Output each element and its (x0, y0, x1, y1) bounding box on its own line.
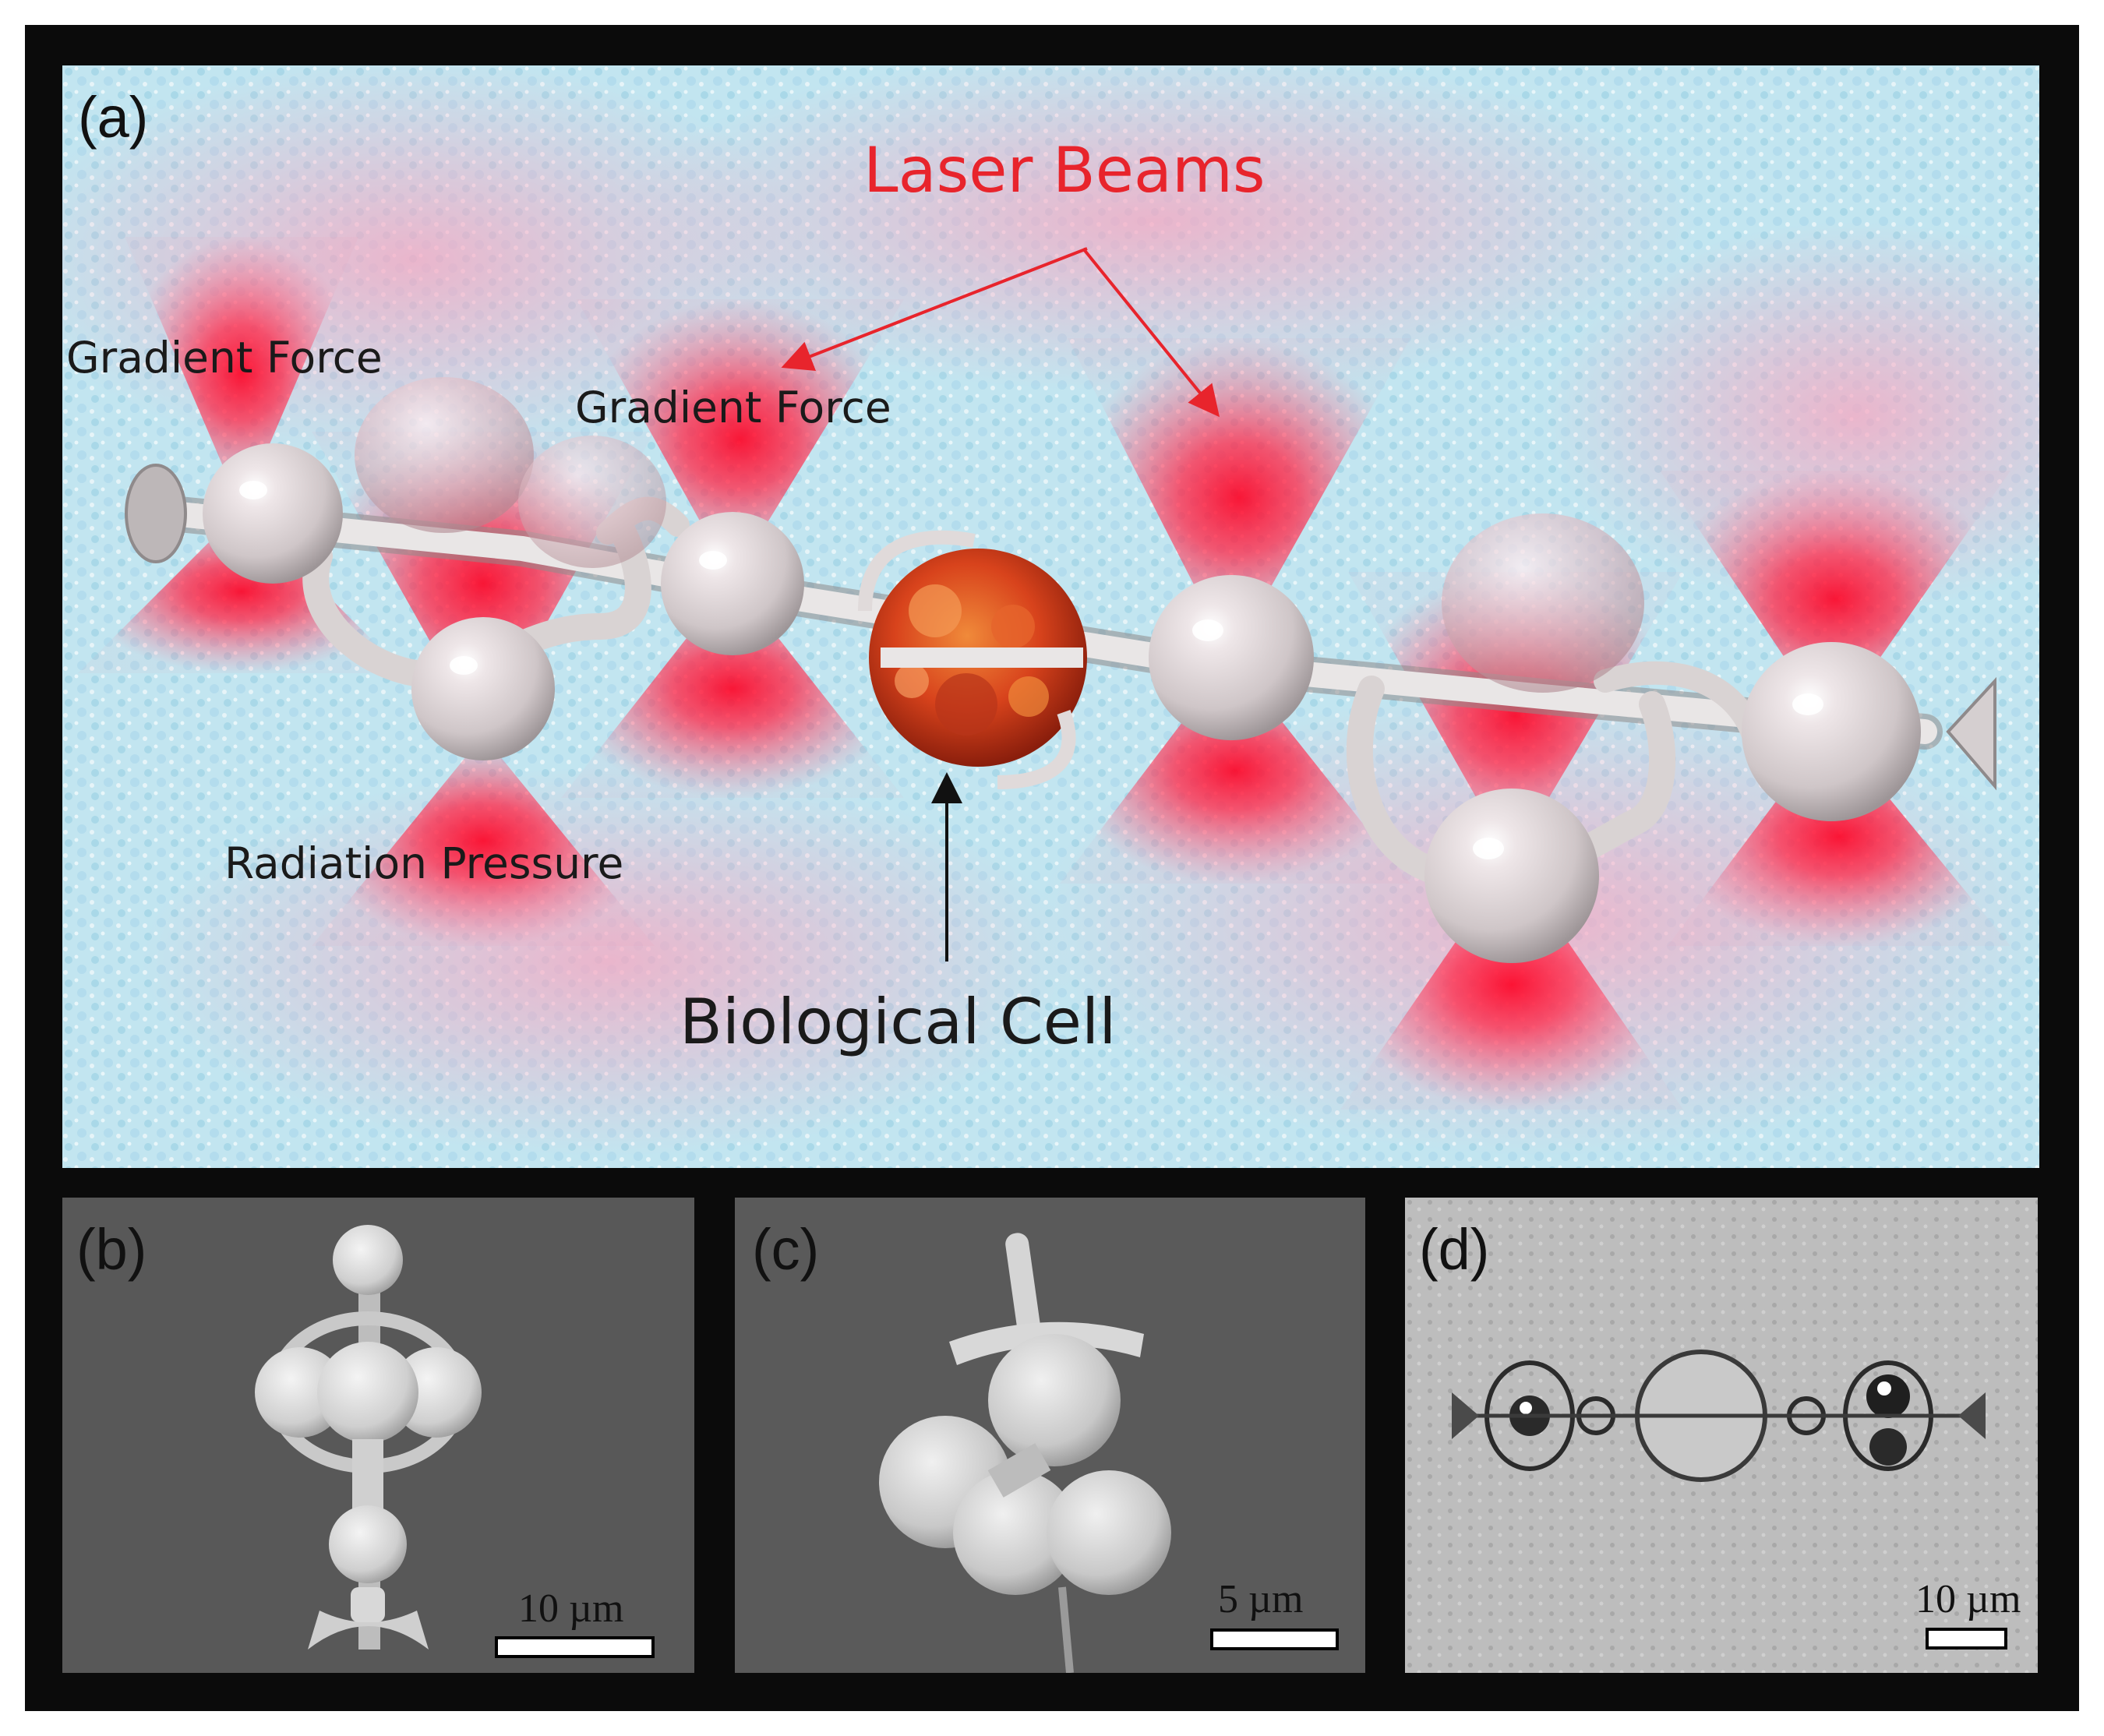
panel-b-artwork (62, 1198, 694, 1673)
gradient-force-center-label: Gradient Force (575, 383, 891, 432)
panel-a-illustration: (a) Laser Beams Gradient Force Gradient … (62, 65, 2039, 1168)
panel-c-sem: (c) 5 µm (735, 1198, 1365, 1673)
panel-b-label: (b) (76, 1217, 147, 1282)
trap-spheres (203, 377, 1921, 963)
panel-b-scale-text: 10 µm (518, 1586, 624, 1631)
panel-b-scale-bar (495, 1636, 655, 1658)
panel-d-optical: (d) 10 µm (1405, 1198, 2038, 1673)
panel-a-artwork (62, 65, 2039, 1168)
radiation-pressure-label: Radiation Pressure (224, 838, 624, 888)
panel-b-sem: (b) 10 µm (62, 1198, 694, 1673)
gradient-force-left-label: Gradient Force (66, 333, 383, 383)
panel-c-label: (c) (752, 1217, 820, 1282)
panel-d-artwork (1405, 1198, 2038, 1673)
laser-arrow-left (781, 247, 1088, 372)
panel-d-label: (d) (1419, 1217, 1490, 1282)
panel-a-label: (a) (78, 85, 149, 150)
panel-c-scale-bar (1210, 1628, 1339, 1650)
panel-d-scale-bar (1926, 1628, 2007, 1650)
laser-arrow-right (1082, 247, 1220, 418)
panel-c-artwork (735, 1198, 1365, 1673)
panel-d-scale-text: 10 µm (1915, 1577, 2021, 1621)
panel-c-scale-text: 5 µm (1218, 1577, 1304, 1621)
biological-cell-label: Biological Cell (680, 986, 1117, 1058)
laser-beams-label: Laser Beams (863, 134, 1266, 206)
biological-cell-graphic (858, 530, 1087, 789)
